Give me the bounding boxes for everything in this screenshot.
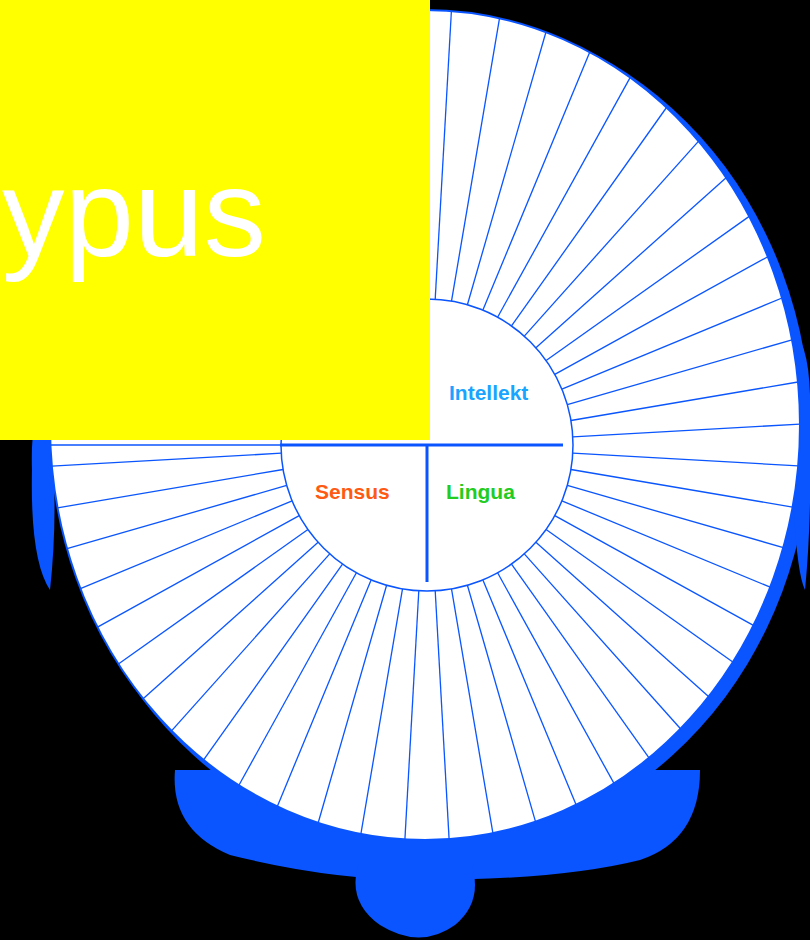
spoke-line	[277, 580, 371, 807]
spoke-line	[239, 573, 357, 786]
spoke-line	[452, 589, 493, 833]
spoke-line	[512, 564, 650, 758]
quadrant-label: Sensus	[315, 480, 390, 503]
spoke-line	[52, 453, 281, 466]
spoke-line	[405, 591, 419, 840]
spoke-line	[452, 18, 500, 301]
spoke-line	[67, 485, 287, 548]
spoke-line	[58, 470, 284, 508]
spoke-line	[435, 591, 449, 839]
spoke-line	[536, 542, 709, 696]
spoke-line	[536, 178, 726, 348]
quadrant-label: Lingua	[446, 480, 515, 503]
spoke-line	[524, 141, 698, 336]
spoke-line	[555, 516, 754, 626]
spoke-line	[467, 585, 535, 821]
spoke-line	[483, 52, 590, 310]
spoke-line	[512, 108, 667, 326]
spoke-line	[361, 589, 403, 834]
spoke-line	[318, 585, 386, 823]
spoke-line	[118, 530, 308, 665]
spoke-line	[467, 32, 546, 305]
spoke-line	[571, 470, 793, 508]
spoke-line	[562, 298, 782, 389]
spoke-line	[143, 542, 318, 698]
title-text: ypus	[2, 150, 266, 275]
spoke-line	[483, 580, 576, 805]
spoke-line	[571, 382, 798, 421]
spoke-line	[524, 554, 680, 729]
spoke-line	[562, 501, 770, 587]
quadrant-label: Intellekt	[449, 381, 528, 404]
spoke-line	[546, 216, 749, 360]
spoke-line	[172, 554, 330, 731]
spoke-line	[555, 257, 768, 375]
spoke-line	[98, 516, 300, 628]
spoke-line	[573, 453, 798, 466]
spoke-line	[546, 530, 733, 663]
spoke-line	[573, 424, 800, 437]
spoke-line	[435, 11, 451, 299]
spoke-line	[204, 564, 343, 760]
spoke-line	[567, 340, 792, 405]
title-box: ypus	[0, 0, 430, 440]
